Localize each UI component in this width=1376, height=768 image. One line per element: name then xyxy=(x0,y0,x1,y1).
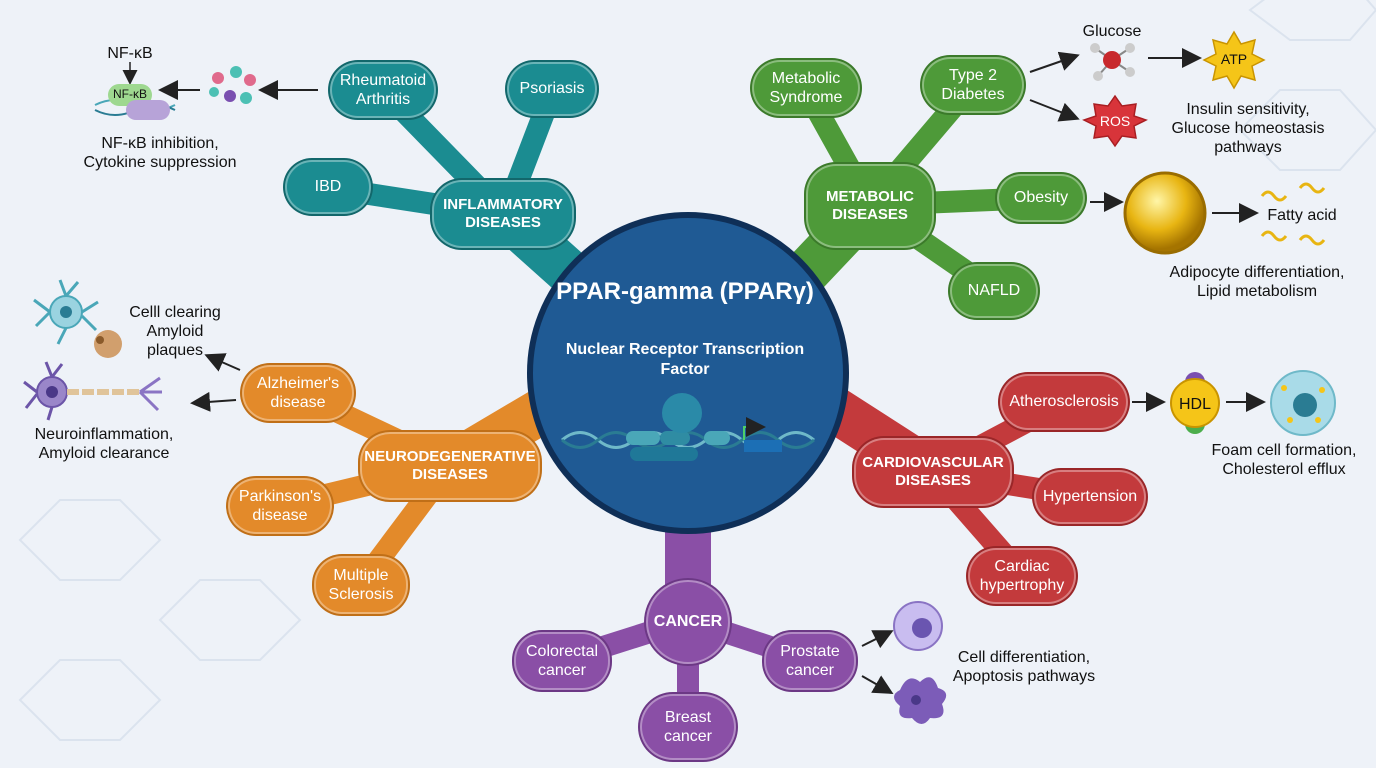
dna-receptor-icon xyxy=(561,393,815,461)
prostate-cancer-node[interactable]: Prostate cancer xyxy=(764,632,856,690)
nfkb-top-label: NF-κB xyxy=(107,45,153,62)
center-title: PPAR-gamma (PPARγ) xyxy=(556,278,814,305)
hdl-foam-cell-illustration xyxy=(1132,370,1336,436)
multiple-sclerosis-node[interactable]: Multiple Sclerosis xyxy=(314,556,408,614)
neuroinflammation-annotation: Neuroinflammation, Amyloid clearance xyxy=(34,426,174,463)
obesity-node[interactable]: Obesity xyxy=(997,174,1085,222)
nfkb-box-label: NF-κB xyxy=(113,87,147,101)
foam-cell-annotation: Foam cell formation, Cholesterol efflux xyxy=(1211,442,1357,479)
glucose-pathway-illustration xyxy=(1029,30,1326,255)
neuron-illustration xyxy=(23,279,241,421)
cell-differentiation-annotation: Cell differentiation, Apoptosis pathways xyxy=(952,649,1096,686)
ros-label: ROS xyxy=(1099,113,1131,129)
ros-burst xyxy=(1082,94,1148,148)
ibd-node[interactable]: IBD xyxy=(285,160,371,214)
inflammatory-diseases-hub[interactable]: INFLAMMATORY DISEASES xyxy=(432,180,574,248)
parkinsons-node[interactable]: Parkinson's disease xyxy=(228,478,332,534)
cardiac-hypertrophy-node[interactable]: Cardiac hypertrophy xyxy=(968,548,1076,604)
metabolic-syndrome-node[interactable]: Metabolic Syndrome xyxy=(752,60,860,116)
fatty-acid-label: Fatty acid xyxy=(1267,207,1337,224)
atp-burst xyxy=(1202,30,1266,90)
nfkb-annotation: NF-κB inhibition, Cytokine suppression xyxy=(83,135,237,172)
atp-label: ATP xyxy=(1220,51,1248,67)
metabolic-diseases-hub[interactable]: METABOLIC DISEASES xyxy=(806,164,934,248)
type2-diabetes-node[interactable]: Type 2 Diabetes xyxy=(922,57,1024,113)
colorectal-cancer-node[interactable]: Colorectal cancer xyxy=(514,632,610,690)
breast-cancer-node[interactable]: Breast cancer xyxy=(640,694,736,760)
nafld-node[interactable]: NAFLD xyxy=(950,264,1038,318)
adipocyte-annotation: Adipocyte differentiation, Lipid metabol… xyxy=(1169,264,1345,301)
neurodegenerative-diseases-hub[interactable]: NEURODEGENERATIVE DISEASES xyxy=(360,432,540,500)
rheumatoid-arthritis-node[interactable]: Rheumatoid Arthritis xyxy=(330,62,436,118)
cardiovascular-diseases-hub[interactable]: CARDIOVASCULAR DISEASES xyxy=(854,438,1012,506)
adipocyte-droplet xyxy=(1123,171,1207,255)
psoriasis-node[interactable]: Psoriasis xyxy=(507,62,597,116)
atherosclerosis-node[interactable]: Atherosclerosis xyxy=(1000,374,1128,430)
cancer-cell-illustration xyxy=(861,601,947,724)
nfkb-illustration xyxy=(94,62,318,120)
amyloid-clearing-annotation: Celll clearing Amyloid plaques xyxy=(129,304,221,360)
insulin-annotation: Insulin sensitivity, Glucose homeostasis… xyxy=(1171,101,1325,157)
alzheimers-node[interactable]: Alzheimer's disease xyxy=(242,365,354,421)
hypertension-node[interactable]: Hypertension xyxy=(1034,470,1146,524)
cancer-hub[interactable]: CANCER xyxy=(646,580,730,664)
glucose-label: Glucose xyxy=(1082,23,1142,40)
hdl-label: HDL xyxy=(1178,396,1211,413)
hexagon-pattern xyxy=(18,0,1376,741)
center-subtitle: Nuclear Receptor Transcription Factor xyxy=(565,341,805,378)
